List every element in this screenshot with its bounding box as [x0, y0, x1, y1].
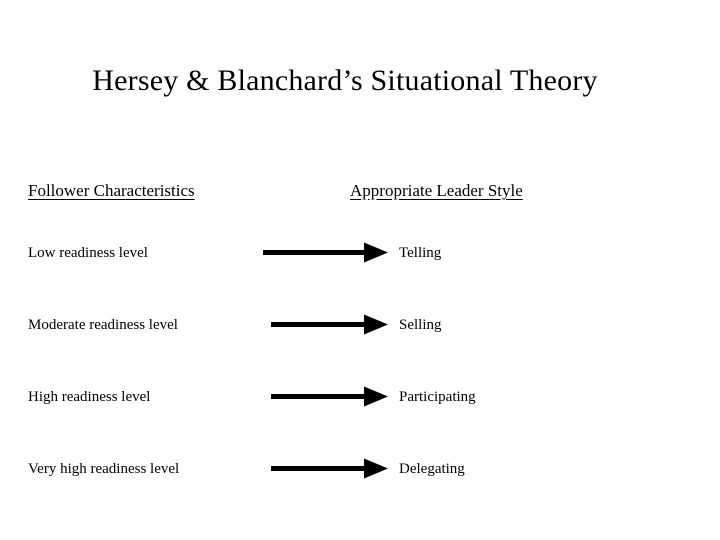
row-value-leader-style: Selling [399, 317, 442, 333]
column-header-appropriate-leader-style: Appropriate Leader Style [350, 181, 523, 200]
column-header-follower-characteristics: Follower Characteristics [28, 181, 195, 200]
row-label-follower-characteristic: Low readiness level [28, 245, 148, 261]
row-value-leader-style: Participating [399, 389, 476, 405]
right-arrow-icon [271, 313, 388, 337]
table-row: High readiness level Participating [0, 385, 720, 409]
table-row: Moderate readiness level Selling [0, 313, 720, 337]
row-label-follower-characteristic: Moderate readiness level [28, 317, 178, 333]
right-arrow-icon [271, 385, 388, 409]
row-value-leader-style: Telling [399, 245, 442, 261]
row-label-follower-characteristic: High readiness level [28, 389, 151, 405]
table-row: Very high readiness level Delegating [0, 457, 720, 481]
right-arrow-icon [263, 241, 388, 265]
row-value-leader-style: Delegating [399, 461, 465, 477]
table-row: Low readiness level Telling [0, 241, 720, 265]
row-label-follower-characteristic: Very high readiness level [28, 461, 180, 477]
right-arrow-icon [271, 457, 388, 481]
page-title: Hersey & Blanchard’s Situational Theory [92, 64, 598, 97]
